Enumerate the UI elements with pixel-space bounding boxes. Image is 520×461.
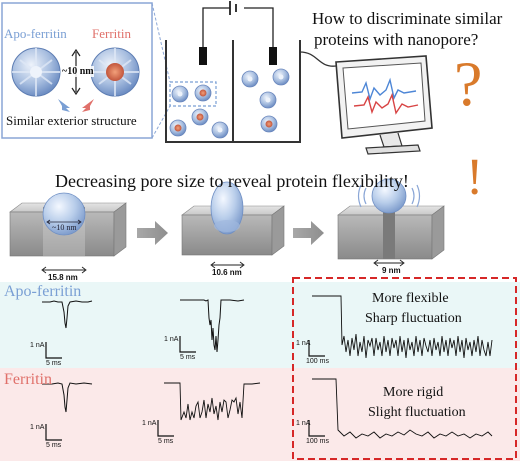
inset-caption: Similar exterior structure [6, 113, 137, 128]
scale-bar-apo-1 [45, 342, 62, 359]
flexible-line-1: More flexible [372, 291, 449, 306]
scale-time-apo-1: 5 ms [46, 360, 62, 367]
pore-arrow-1 [137, 221, 168, 245]
headline: Decreasing pore size to reveal protein f… [55, 171, 409, 191]
exclamation-mark: ! [466, 149, 484, 206]
monitor-trace-blue [351, 77, 417, 102]
question-line-1: How to discriminate similar [312, 9, 503, 28]
ferritin-pointer-arrow [82, 99, 94, 112]
rigid-line-1: More rigid [383, 385, 444, 400]
question-mark: ? [454, 48, 483, 119]
question-line-2: proteins with nanopore? [314, 30, 479, 49]
scale-bar-fer-1 [45, 424, 62, 441]
apo-trace-2 [180, 299, 245, 353]
pore-2 [181, 181, 285, 269]
scale-time-fer-2: 5 ms [158, 438, 174, 445]
scale-current-apo-3: 1 nA [296, 340, 311, 347]
scale-current-apo-2: 1 nA [164, 336, 179, 343]
apo-band [0, 282, 520, 368]
apo-trace-3 [312, 295, 493, 359]
pore-1-width-label: 15.8 nm [48, 273, 78, 282]
trace-ferritin-label: Ferritin [4, 371, 52, 388]
scale-bar-fer-3 [308, 420, 325, 437]
cell-zoom-box [169, 81, 217, 107]
scale-time-apo-3: 100 ms [306, 358, 329, 365]
apo-pointer-arrow [58, 99, 70, 112]
zoom-line-bottom [151, 105, 171, 139]
scale-bar-apo-2 [179, 336, 196, 353]
scale-time-fer-1: 5 ms [46, 442, 62, 449]
inset-ferritin-label: Ferritin [92, 26, 131, 41]
pore-2-width-label: 10.6 nm [212, 268, 242, 277]
inset-apoferritin [11, 47, 61, 97]
ferritin-trace-3 [312, 378, 493, 439]
scale-bar-apo-3 [308, 340, 325, 357]
monitor-trace-red [353, 92, 419, 115]
cell-wiring [202, 1, 274, 47]
pore-3-protein [371, 178, 407, 214]
scale-current-fer-2: 1 nA [142, 420, 157, 427]
pore-3-width-label: 9 nm [382, 266, 401, 275]
pore-1-inner-label: ~10 nm [52, 223, 77, 232]
pore-1 [9, 192, 127, 274]
pore-2-protein [210, 181, 244, 235]
flexible-line-2: Sharp fluctuation [365, 311, 462, 326]
inset-size-label: ~10 nm [62, 66, 94, 77]
highlight-box [292, 277, 517, 460]
pore-3 [337, 178, 445, 267]
ferritin-trace-2 [164, 382, 261, 421]
scale-bar-fer-2 [157, 420, 174, 437]
pore-1-protein [42, 192, 86, 236]
cell-proteins [169, 68, 290, 139]
trace-apo-label: Apo-ferritin [4, 283, 82, 300]
rigid-line-2: Slight fluctuation [368, 405, 466, 420]
scale-current-apo-1: 1 nA [30, 342, 45, 349]
monitor-cable [299, 51, 337, 67]
inset-apo-label: Apo-ferritin [4, 26, 67, 41]
zoom-line-top [151, 2, 171, 83]
apo-trace-1 [42, 300, 93, 329]
scale-time-fer-3: 100 ms [306, 438, 329, 445]
scale-time-apo-2: 5 ms [180, 354, 196, 361]
pore-arrow-2 [293, 221, 324, 245]
scale-current-fer-3: 1 nA [296, 420, 311, 427]
inset-ferritin [90, 47, 140, 97]
monitor [335, 55, 433, 155]
scale-current-fer-1: 1 nA [30, 424, 45, 431]
ferritin-trace-1 [42, 382, 93, 413]
electrode-left [199, 47, 207, 65]
electrode-right [269, 47, 277, 65]
